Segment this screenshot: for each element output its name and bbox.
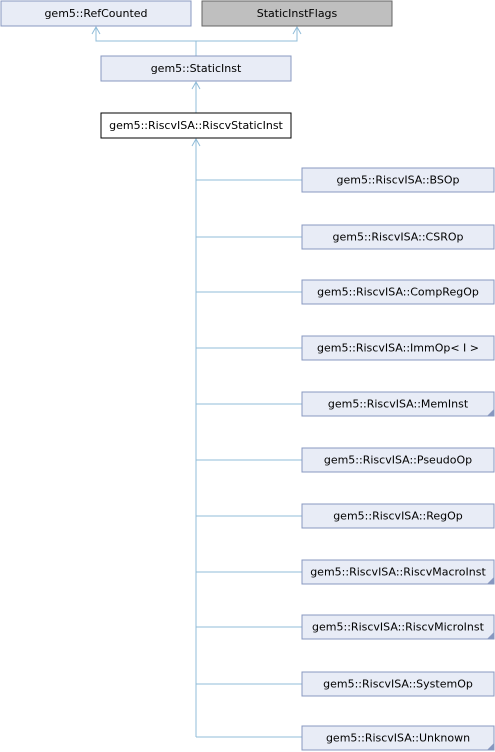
truncated-corner-icon: [487, 577, 494, 584]
class-node-pseudoop[interactable]: gem5::RiscvISA::PseudoOp: [301, 447, 495, 473]
edge-middle: [191, 80, 201, 113]
class-node-compregop[interactable]: gem5::RiscvISA::CompRegOp: [301, 279, 495, 305]
class-node-riscvstaticinst-current: gem5::RiscvISA::RiscvStaticInst: [100, 112, 292, 139]
truncated-corner-icon: [487, 632, 494, 639]
class-node-refcounted[interactable]: gem5::RefCounted: [0, 0, 192, 27]
class-node-label: gem5::RiscvISA::ImmOp< I >: [317, 342, 479, 355]
class-node-unknown[interactable]: gem5::RiscvISA::Unknown: [301, 725, 495, 751]
edges-children: [191, 137, 302, 738]
class-node-label: gem5::RiscvISA::CSROp: [333, 231, 464, 244]
class-node-label: gem5::RiscvISA::CompRegOp: [317, 286, 479, 299]
class-node-csrop[interactable]: gem5::RiscvISA::CSROp: [301, 224, 495, 250]
class-node-riscvmacroinst[interactable]: gem5::RiscvISA::RiscvMacroInst: [301, 559, 495, 585]
class-node-label: gem5::RiscvISA::PseudoOp: [324, 454, 472, 467]
class-node-label: gem5::StaticInst: [151, 62, 242, 75]
class-node-bsop[interactable]: gem5::RiscvISA::BSOp: [301, 167, 495, 193]
class-node-label: gem5::RiscvISA::Unknown: [326, 732, 470, 745]
class-node-staticinst[interactable]: gem5::StaticInst: [100, 55, 292, 82]
class-node-staticinstflags[interactable]: StaticInstFlags: [201, 0, 393, 27]
class-node-regop[interactable]: gem5::RiscvISA::RegOp: [301, 503, 495, 529]
class-node-riscvmicroinst[interactable]: gem5::RiscvISA::RiscvMicroInst: [301, 614, 495, 640]
class-node-label: gem5::RiscvISA::RiscvMicroInst: [312, 621, 485, 634]
class-node-label: gem5::RiscvISA::RiscvStaticInst: [109, 119, 283, 132]
truncated-corner-icon: [487, 743, 494, 750]
edges-top: [91, 25, 302, 56]
class-node-label: gem5::RiscvISA::BSOp: [336, 174, 459, 187]
class-node-immop[interactable]: gem5::RiscvISA::ImmOp< I >: [301, 335, 495, 361]
class-node-systemop[interactable]: gem5::RiscvISA::SystemOp: [301, 671, 495, 697]
class-node-label: gem5::RiscvISA::RegOp: [333, 510, 463, 523]
class-node-label: gem5::RiscvISA::SystemOp: [323, 678, 473, 691]
class-node-meminst[interactable]: gem5::RiscvISA::MemInst: [301, 391, 495, 417]
truncated-corner-icon: [487, 409, 494, 416]
class-node-label: gem5::RiscvISA::MemInst: [328, 398, 469, 411]
class-node-label: gem5::RefCounted: [44, 7, 147, 20]
class-node-label: StaticInstFlags: [257, 7, 338, 20]
class-node-label: gem5::RiscvISA::RiscvMacroInst: [310, 566, 486, 579]
